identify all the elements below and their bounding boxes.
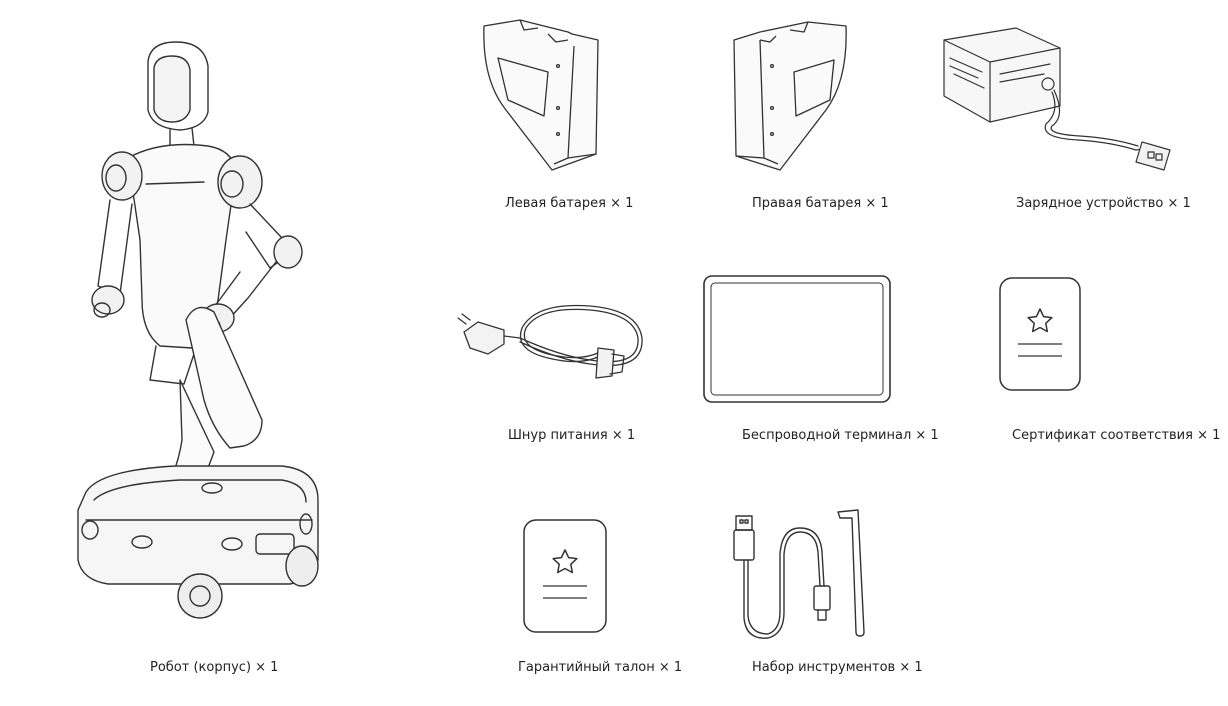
item-name: Робот (корпус)	[150, 660, 252, 675]
item-qty: × 1	[1167, 196, 1191, 211]
item-name: Сертификат соответствия	[1012, 428, 1193, 443]
label-wireless-terminal: Беспроводной терминал × 1	[742, 428, 939, 443]
item-name: Левая батарея	[505, 196, 606, 211]
item-qty: × 1	[1197, 428, 1221, 443]
item-qty: × 1	[865, 196, 889, 211]
item-name: Беспроводной терминал	[742, 428, 912, 443]
label-charger: Зарядное устройство × 1	[1016, 196, 1191, 211]
item-name: Гарантийный талон	[518, 660, 655, 675]
label-left-battery: Левая батарея × 1	[505, 196, 633, 211]
item-name: Набор инструментов	[752, 660, 896, 675]
star-icon	[553, 550, 577, 573]
item-name: Зарядное устройство	[1016, 196, 1164, 211]
label-certificate: Сертификат соответствия × 1	[1012, 428, 1220, 443]
item-name: Правая батарея	[752, 196, 862, 211]
label-robot: Робот (корпус) × 1	[150, 660, 278, 675]
label-power-cord: Шнур питания × 1	[508, 428, 635, 443]
label-tool-kit: Набор инструментов × 1	[752, 660, 923, 675]
item-qty: × 1	[611, 428, 636, 443]
item-qty: × 1	[915, 428, 939, 443]
star-icon	[1028, 309, 1052, 332]
label-right-battery: Правая батарея × 1	[752, 196, 889, 211]
item-qty: × 1	[610, 196, 634, 211]
item-qty: × 1	[255, 660, 279, 675]
item-qty: × 1	[658, 660, 683, 675]
item-name: Шнур питания	[508, 428, 608, 443]
label-warranty-card: Гарантийный талон × 1	[518, 660, 682, 675]
item-qty: × 1	[899, 660, 923, 675]
